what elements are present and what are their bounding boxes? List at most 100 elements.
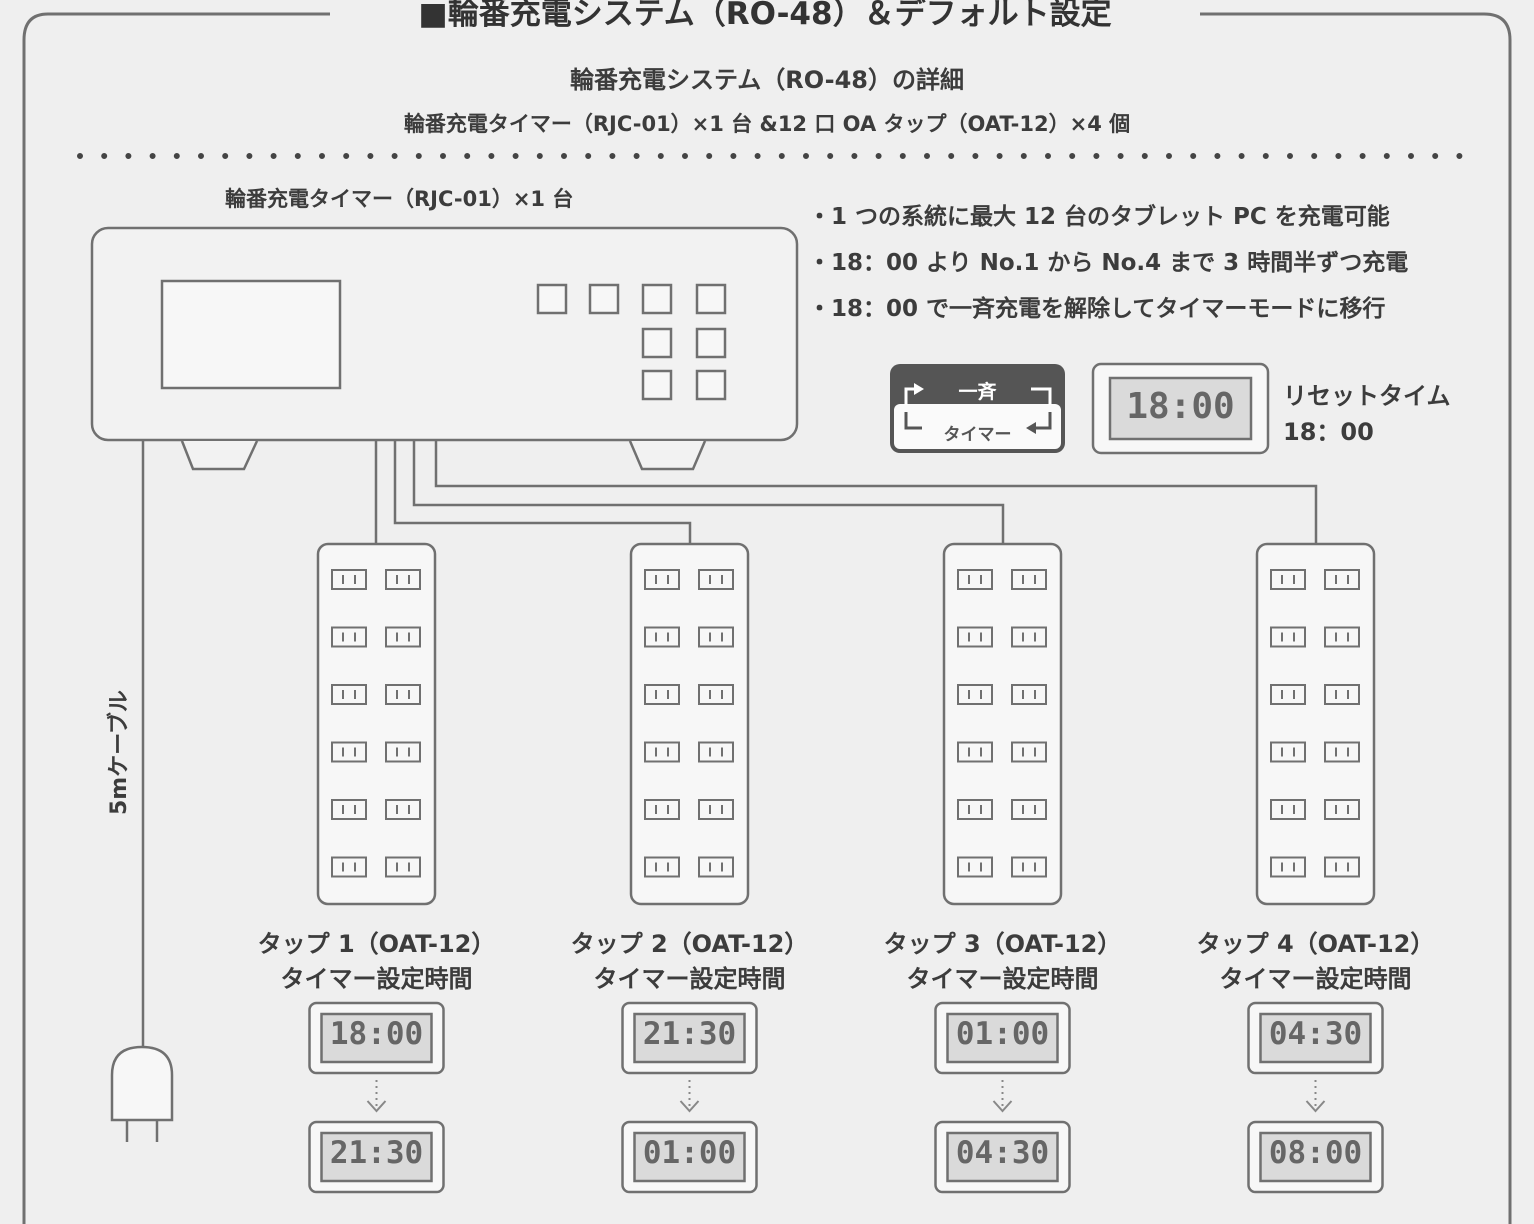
power-strip [316, 542, 437, 906]
outlet-icon [644, 856, 680, 878]
outlet-icon [385, 626, 421, 648]
outlet-icon [331, 856, 367, 878]
tap-start-display [621, 1001, 758, 1075]
timer-button-grid [536, 283, 727, 401]
plug-icon [110, 1045, 174, 1122]
outlet-icon [644, 684, 680, 705]
outlet-icon [957, 684, 993, 705]
timer-button [695, 369, 727, 401]
tap-end-display [621, 1120, 758, 1194]
arrow-bottom-left-icon [904, 412, 922, 430]
outlet-icon [1011, 569, 1047, 590]
outlet-icon [1011, 856, 1047, 878]
outlet-icon [698, 799, 734, 820]
outlet-icon [1011, 741, 1047, 763]
reset-display-time: 18:00 [1126, 386, 1235, 427]
outlet-icon [957, 856, 993, 878]
tap-caption: タイマー設定時間 [280, 965, 473, 993]
outlet-icon [331, 626, 367, 648]
outlet-icon [385, 856, 421, 878]
outlet-icon [331, 569, 367, 590]
timer-button [695, 283, 727, 315]
power-strip [942, 542, 1063, 906]
outlet-icon [698, 856, 734, 878]
mode-switch-timer-panel [894, 404, 1061, 449]
timer-unit-label: 輪番充電タイマー（RJC-01）×1 台 [225, 187, 574, 211]
outlet-icon [1270, 856, 1306, 878]
outlet-icon [1270, 684, 1306, 705]
tap-end-time: 21:30 [329, 1135, 424, 1171]
outlet-icon [698, 569, 734, 590]
power-cable [110, 441, 174, 1142]
outlet-icon [385, 799, 421, 820]
outlet-icon [1324, 569, 1360, 590]
tap-end-display [308, 1120, 445, 1194]
tap-start-time: 21:30 [642, 1016, 737, 1052]
components-line: 輪番充電タイマー（RJC-01）×1 台 &12 口 OA タップ（OAT-12… [403, 112, 1131, 136]
dotted-arrow-icon [992, 1080, 1013, 1113]
dotted-arrow-icon [679, 1080, 700, 1113]
timer-button [588, 283, 620, 315]
tap-end-time: 01:00 [642, 1135, 737, 1171]
tap-end-time: 08:00 [1268, 1135, 1363, 1171]
tap-name: タップ 4（OAT-12） [1196, 930, 1435, 958]
outlet-icon [698, 626, 734, 648]
outlet-icon [385, 741, 421, 763]
reset-display [1091, 362, 1270, 455]
outlet-icon [1324, 684, 1360, 705]
outlet-icon [644, 741, 680, 763]
mode-switch-label-bottom: タイマー [943, 425, 1012, 445]
tap-start-time: 18:00 [329, 1016, 424, 1052]
tap-start-time: 04:30 [1268, 1016, 1363, 1052]
outlet-icon [1011, 684, 1047, 705]
outlet-icon [1011, 626, 1047, 648]
outlet-icon [1324, 626, 1360, 648]
outlet-icon [385, 684, 421, 705]
outlet-icon [644, 626, 680, 648]
power-strip [629, 542, 750, 906]
tap-start-time: 01:00 [955, 1016, 1050, 1052]
outlet-icon [1324, 741, 1360, 763]
page-title: ■輪番充電システム（RO-48）＆デフォルト設定 [418, 0, 1112, 32]
tap-caption: タイマー設定時間 [1219, 965, 1412, 993]
tap-displays [308, 1001, 1384, 1194]
outlet-icon [644, 799, 680, 820]
outlet-icon [385, 569, 421, 590]
outlet-icon [957, 741, 993, 763]
timer-display-screen [160, 279, 342, 390]
tap-name: タップ 1（OAT-12） [257, 930, 496, 958]
timer-button [695, 327, 727, 359]
timer-button [641, 369, 673, 401]
outlet-icon [331, 799, 367, 820]
tap-caption: タイマー設定時間 [593, 965, 786, 993]
outlet-icon [1324, 856, 1360, 878]
outlet-icon [1270, 626, 1306, 648]
tap-cords [374, 441, 1318, 544]
outlet-icon [1270, 799, 1306, 820]
note-line: ・18：00 で一斉充電を解除してタイマーモードに移行 [808, 296, 1386, 322]
outlet-icon [957, 569, 993, 590]
outlet-icon [1011, 799, 1047, 820]
outlet-icon [957, 626, 993, 648]
tap-name: タップ 2（OAT-12） [570, 930, 809, 958]
note-line: ・18：00 より No.1 から No.4 まで 3 時間半ずつ充電 [808, 250, 1409, 276]
outlet-icon [1270, 741, 1306, 763]
reset-time: 18：00 [1283, 418, 1374, 446]
tap-end-time: 04:30 [955, 1135, 1050, 1171]
outlet-icon [698, 684, 734, 705]
tap-name: タップ 3（OAT-12） [883, 930, 1122, 958]
arrow-top-right-icon [1031, 387, 1052, 405]
note-line: ・1 つの系統に最大 12 台のタブレット PC を充電可能 [808, 204, 1390, 230]
tap-caption: タイマー設定時間 [906, 965, 1099, 993]
power-strips [316, 542, 1376, 906]
outlet-icon [331, 684, 367, 705]
outlet-icon [1270, 569, 1306, 590]
outlet-icon [698, 741, 734, 763]
cable-label: 5mケーブル [107, 690, 132, 815]
arrow-head-icon [914, 383, 924, 395]
dotted-arrow-icon [1305, 1080, 1326, 1113]
timer-button [641, 283, 673, 315]
outlet-icon [331, 741, 367, 763]
tap-start-display [1247, 1001, 1384, 1075]
